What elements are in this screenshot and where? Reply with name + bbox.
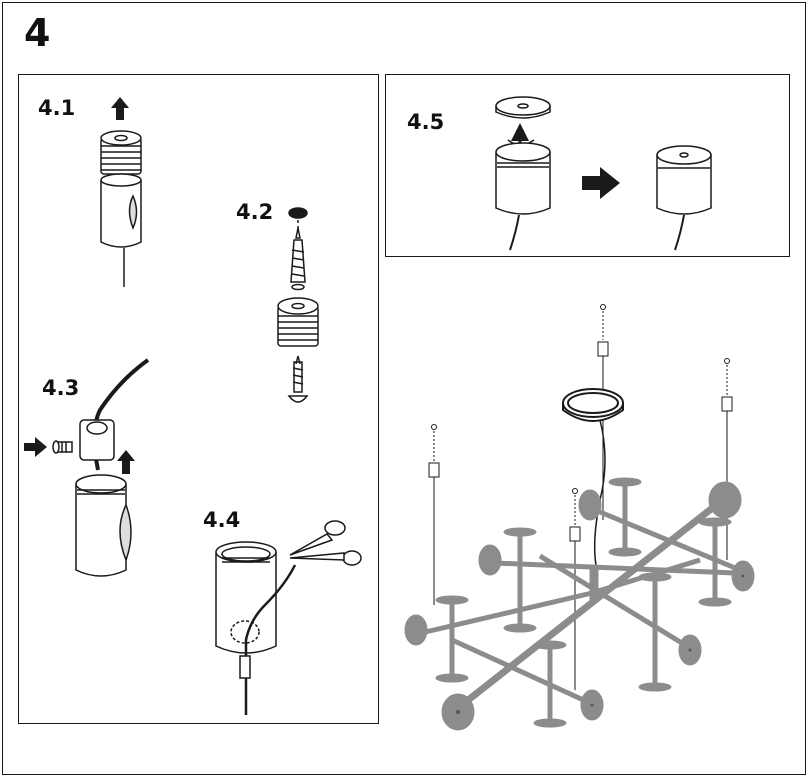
illustration-4-2 — [277, 207, 319, 403]
threaded-cap-icon — [277, 297, 319, 347]
socket-body-icon — [495, 142, 551, 251]
scissors-icon — [289, 520, 362, 566]
fixture-frame — [404, 477, 755, 731]
right-arrow-icon — [24, 437, 47, 457]
threaded-cap-icon — [100, 130, 142, 175]
cable-clamp-icon — [230, 620, 260, 644]
screw-icon — [287, 355, 309, 403]
ceiling-canopy-icon — [562, 388, 624, 566]
label-4-3: 4.3 — [42, 376, 80, 400]
light-disc-icon — [478, 544, 502, 576]
cover-disc-icon — [495, 96, 551, 119]
assembled-socket-icon — [656, 145, 712, 251]
label-4-2: 4.2 — [236, 200, 274, 224]
up-arrow-icon — [111, 97, 129, 120]
anchor-point-icon — [600, 304, 606, 310]
illustration-4-3 — [24, 358, 150, 577]
up-arrow-icon — [117, 450, 135, 474]
light-disc-icon — [708, 481, 742, 519]
candle-post-icon — [503, 527, 537, 633]
socket-body-icon — [75, 474, 132, 577]
cap-disc-icon — [288, 207, 308, 219]
candle-post-icon — [638, 572, 672, 692]
anchor-point-icon — [572, 488, 578, 494]
suspension-fitting-icon — [597, 341, 609, 357]
light-disc-icon — [578, 489, 602, 521]
chandelier-overview — [404, 304, 755, 731]
suspension-fitting-icon — [428, 462, 440, 478]
step-number: 4 — [24, 11, 51, 55]
candle-post-icon — [435, 595, 469, 683]
light-disc-icon — [404, 614, 428, 646]
socket-body-icon — [100, 173, 142, 287]
suspension-fitting-icon — [569, 526, 581, 542]
panel-substeps-4-1-to-4-4 — [18, 74, 379, 724]
suspension-fitting-icon — [721, 396, 733, 412]
illustration-4-1 — [100, 97, 142, 287]
candle-post-icon — [698, 517, 732, 607]
illustration-4-5 — [495, 96, 712, 251]
label-4-1: 4.1 — [38, 96, 76, 120]
socket-body-icon — [215, 541, 277, 654]
anchor-point-icon — [724, 358, 730, 364]
wall-plug-icon — [290, 227, 306, 291]
candle-post-icon — [533, 640, 567, 728]
illustration-4-4 — [215, 520, 362, 715]
anchor-point-icon — [431, 424, 437, 430]
grub-screw-icon — [52, 440, 73, 454]
candle-post-icon — [608, 477, 642, 557]
cable-clamp-icon — [79, 419, 115, 461]
ceiling-anchors — [428, 304, 733, 690]
cable-icon — [244, 564, 297, 715]
right-arrow-icon — [582, 167, 620, 199]
disc-centers — [456, 574, 745, 714]
panel-substep-4-5 — [385, 74, 790, 257]
label-4-4: 4.4 — [203, 508, 241, 532]
label-4-5: 4.5 — [407, 110, 445, 134]
